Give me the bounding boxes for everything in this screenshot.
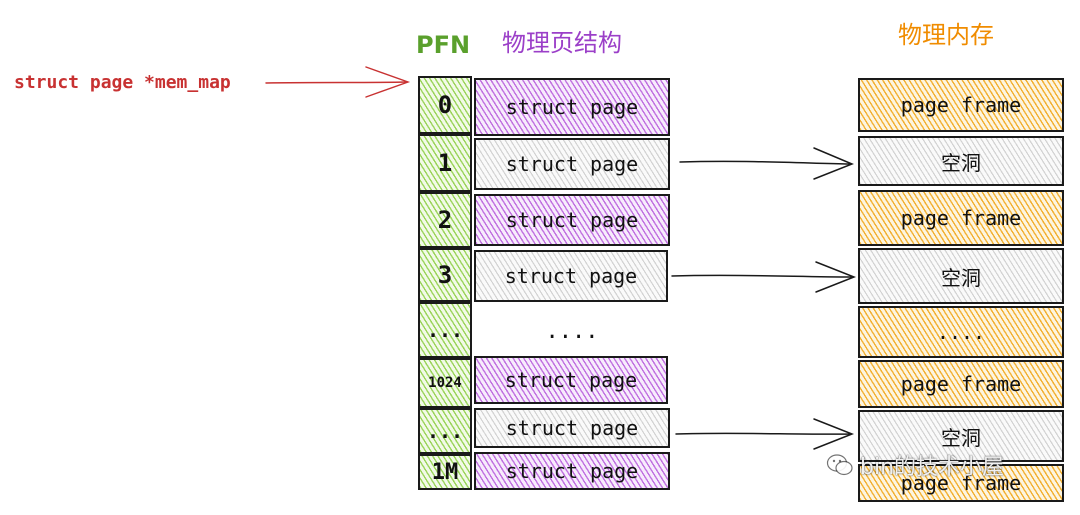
hole-arrow-2 — [671, 261, 857, 293]
mem-map-arrow — [265, 66, 411, 98]
struct-page-cell: struct page — [474, 356, 668, 404]
page-frame-cell: page frame — [858, 360, 1064, 408]
page-frame-cell: page frame — [858, 78, 1064, 132]
pfn-cell: 2 — [418, 192, 472, 248]
pfn-cell: ... — [418, 408, 472, 454]
wechat-icon — [826, 454, 853, 476]
struct-page-cell: struct page — [474, 250, 668, 302]
pfn-cell: ... — [418, 302, 472, 358]
struct-page-cell: struct page — [474, 408, 670, 448]
watermark-text: bin的技术小屋 — [860, 455, 1005, 480]
pfn-cell: 1 — [418, 134, 472, 192]
physical-memory-header: 物理内存 — [898, 21, 994, 49]
pfn-cell: 3 — [418, 248, 472, 302]
memory-hole-cell: 空洞 — [858, 410, 1064, 462]
page-frame-cell: page frame — [858, 464, 1064, 502]
pfn-cell: 1024 — [418, 358, 472, 408]
struct-page-cell: struct page — [474, 78, 670, 136]
memory-hole-cell: 空洞 — [858, 136, 1064, 186]
hole-arrow-1 — [679, 147, 854, 180]
ellipsis: .... — [545, 318, 599, 344]
struct-page-cell: struct page — [474, 194, 670, 246]
struct-page-cell: struct page — [474, 138, 670, 190]
ellipsis-memory-cell: .... — [858, 306, 1064, 358]
watermark: bin的技术小屋 — [826, 449, 1004, 481]
pfn-cell: 0 — [418, 76, 472, 134]
struct-page-cell: struct page — [474, 452, 670, 490]
hole-arrow-3 — [675, 418, 855, 450]
memory-hole-cell: 空洞 — [858, 248, 1064, 304]
mem-map-pointer-label: struct page *mem_map — [14, 72, 231, 93]
pfn-cell: 1M — [418, 454, 472, 490]
pfn-header: PFN — [416, 31, 471, 59]
page-frame-cell: page frame — [858, 190, 1064, 246]
struct-page-header: 物理页结构 — [502, 29, 622, 57]
